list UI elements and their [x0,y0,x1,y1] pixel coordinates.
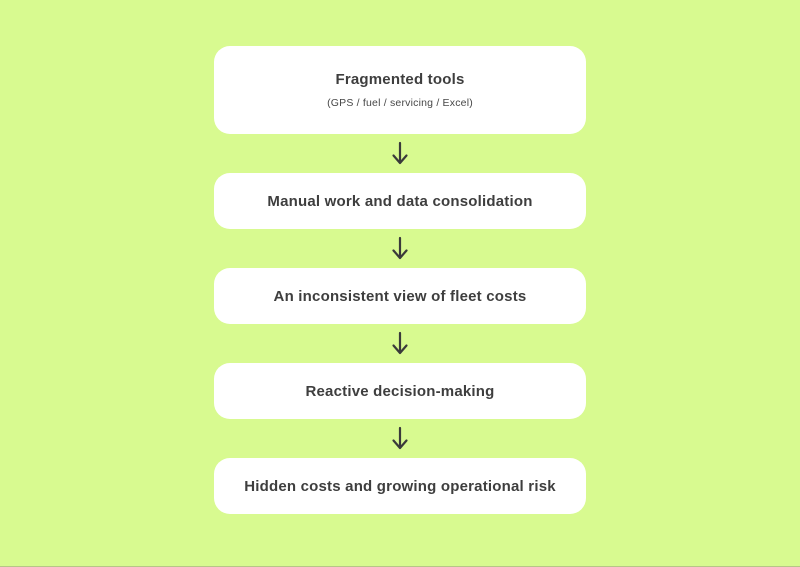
down-arrow-icon [392,426,408,450]
flow-step-manual-work: Manual work and data consolidation [214,173,586,229]
down-arrow-icon [392,141,408,165]
step-label: Manual work and data consolidation [267,192,533,210]
flow-step-fragmented-tools: Fragmented tools (GPS / fuel / servicing… [214,46,586,134]
down-arrow-icon [392,236,408,260]
flow-step-hidden-costs: Hidden costs and growing operational ris… [214,458,586,514]
step-label: Hidden costs and growing operational ris… [244,477,556,495]
step-label: Reactive decision-making [305,382,495,400]
flow-step-inconsistent-view: An inconsistent view of fleet costs [214,268,586,324]
down-arrow-icon [392,331,408,355]
flowchart: Fragmented tools (GPS / fuel / servicing… [0,46,800,514]
step-label: An inconsistent view of fleet costs [273,287,527,305]
step-title: Fragmented tools [335,71,465,88]
step-subtitle: (GPS / fuel / servicing / Excel) [327,97,473,109]
flow-step-reactive-decisions: Reactive decision-making [214,363,586,419]
